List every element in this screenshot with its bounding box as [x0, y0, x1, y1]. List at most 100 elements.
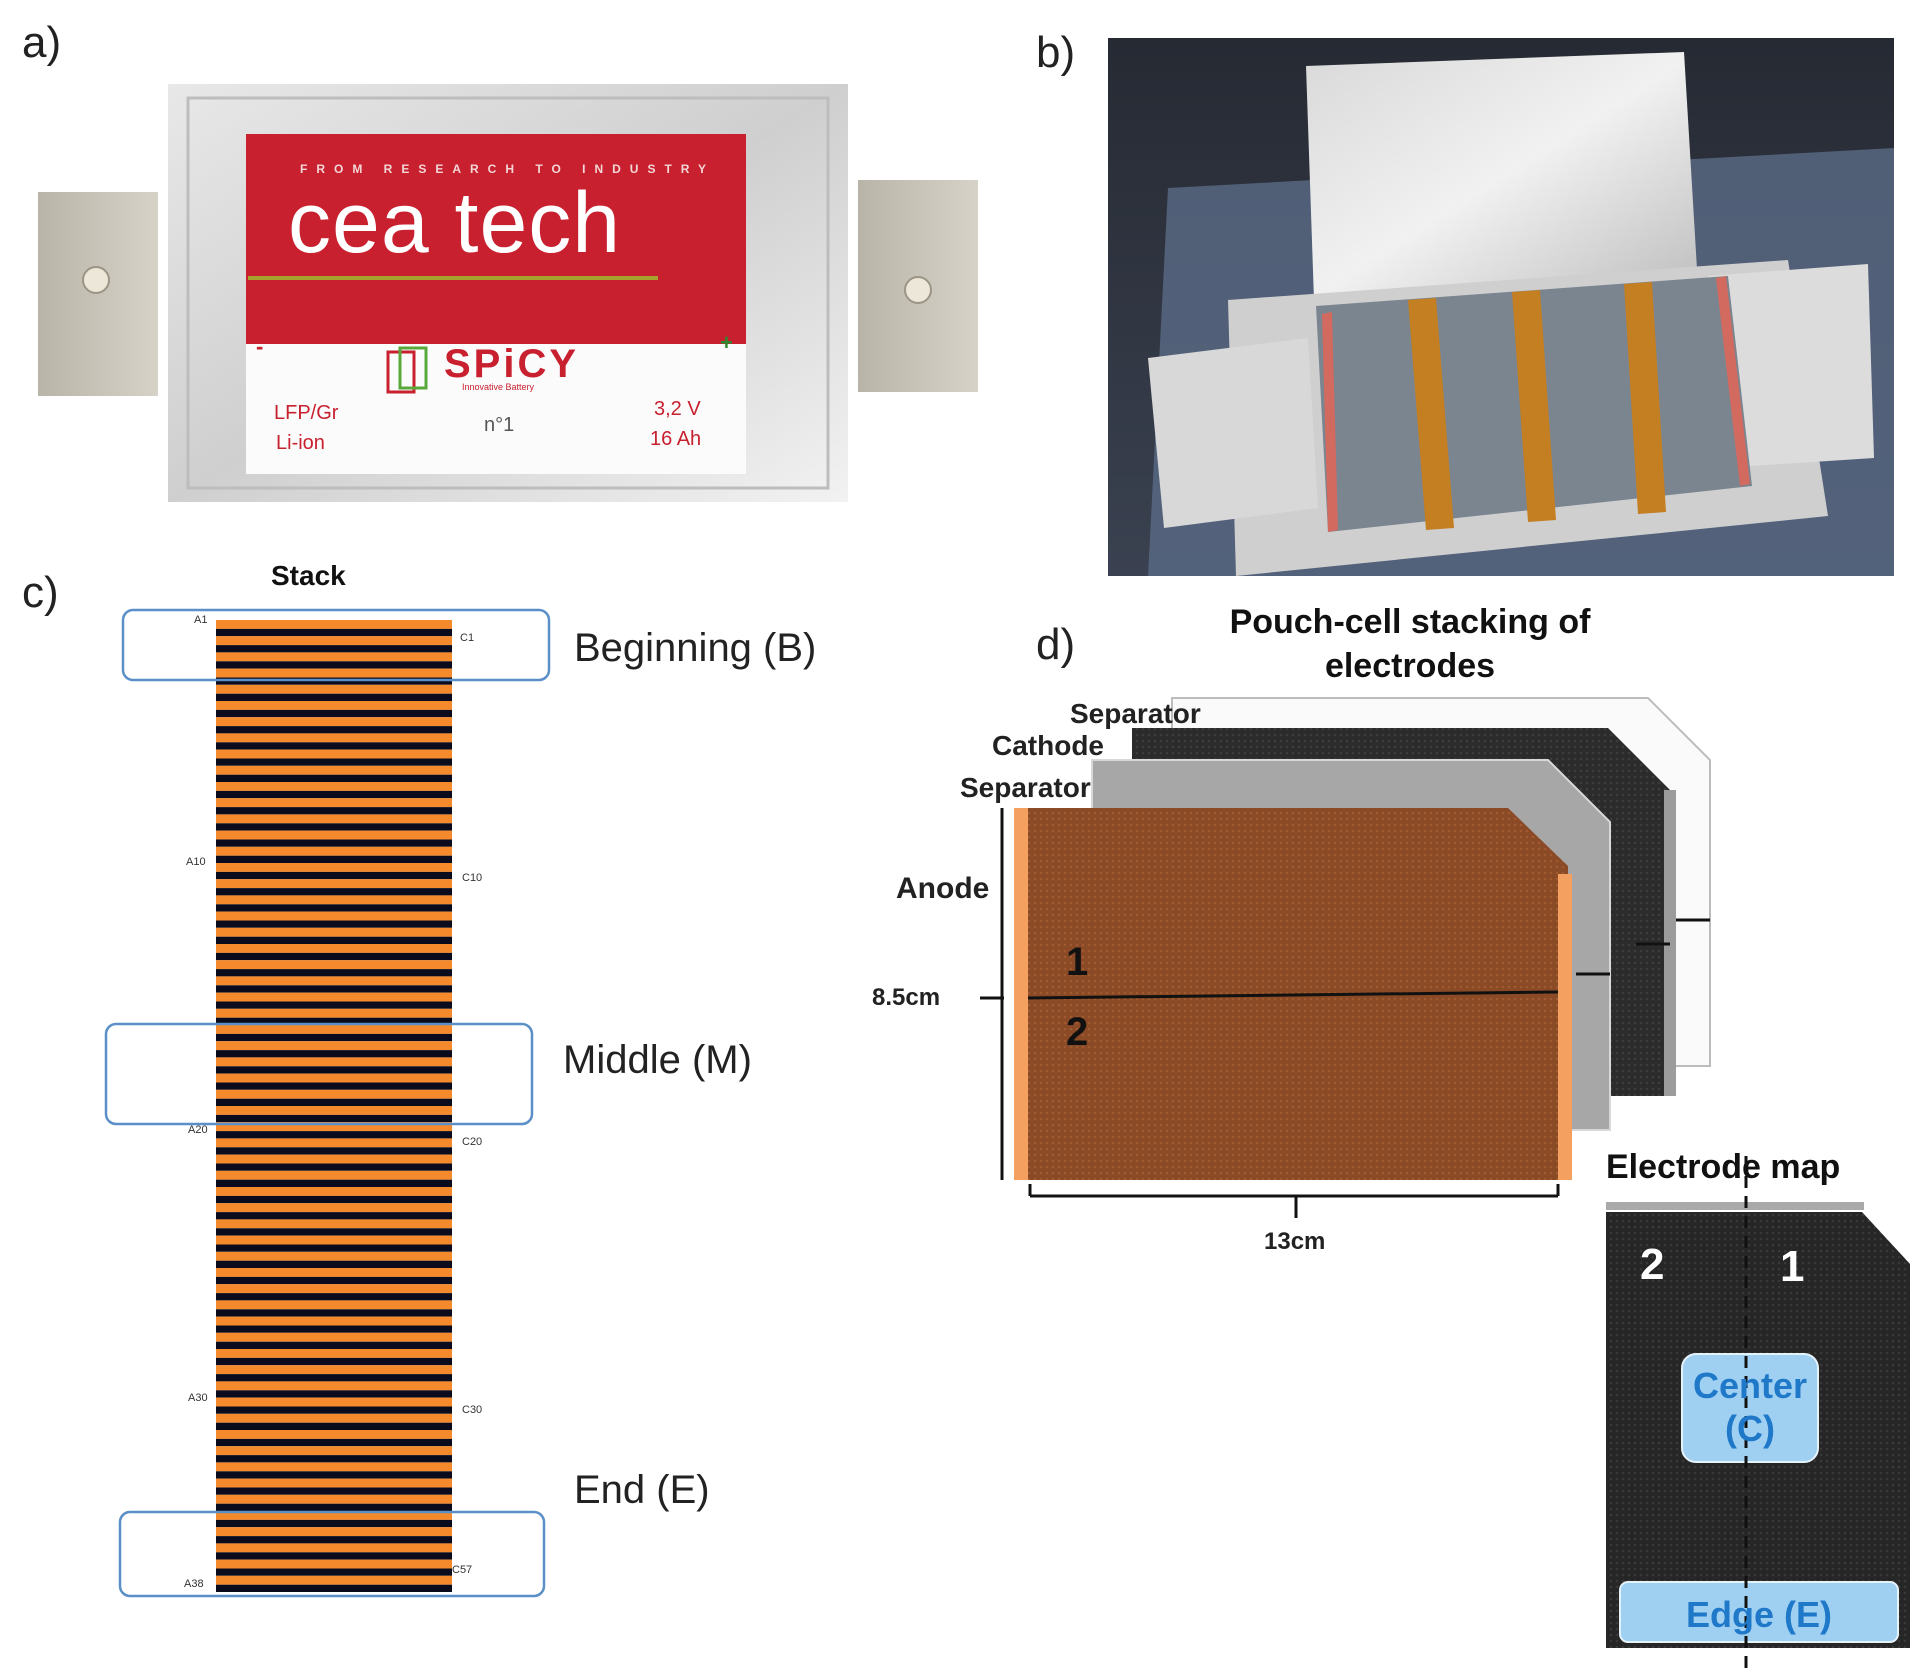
cathode-layer [216, 1325, 452, 1333]
region-box-beginning [121, 608, 551, 682]
electrode-map-top-edge [1606, 1202, 1864, 1210]
cathode-layer [216, 985, 452, 993]
cathode-layer [216, 1179, 452, 1187]
anode-layer [216, 1106, 452, 1115]
cathode-layer [216, 1309, 452, 1317]
stack-label-c57: C57 [452, 1564, 473, 1576]
anode-layer [216, 1057, 452, 1067]
label-red-area [246, 134, 746, 344]
electrode-map-zone-2: 2 [1640, 1240, 1665, 1289]
cathode-layer [216, 726, 452, 734]
cathode-layer [216, 1341, 452, 1349]
region-label-end: End (E) [574, 1468, 710, 1512]
cathode-layer [216, 807, 452, 815]
cathode-layer [216, 1357, 452, 1366]
label-capacity: 16 Ah [650, 428, 702, 450]
tab-hole-left [82, 266, 110, 294]
anode-layer [216, 1511, 452, 1520]
battery-logo-icon-green [398, 346, 428, 390]
anode-layer [216, 976, 452, 986]
anode-layer [216, 895, 452, 905]
anode-layer [216, 1073, 452, 1083]
label-number: n°1 [484, 414, 515, 436]
anode-layer [216, 1365, 452, 1375]
opened-pouch-illustration [1108, 38, 1894, 576]
anode-layer [216, 1268, 452, 1277]
cathode-layer [216, 1017, 452, 1025]
cathode-layer [216, 936, 452, 944]
edge-zone-box [1619, 1581, 1899, 1643]
anode-layer [216, 1430, 452, 1439]
cathode-layer [216, 871, 452, 880]
anode-layer [216, 944, 452, 953]
cathode-layer [216, 1503, 452, 1511]
anode-layer [216, 960, 452, 970]
cathode-layer [216, 1147, 452, 1155]
anode-layer [216, 927, 452, 937]
cathode-layer [216, 1066, 452, 1074]
anode-layer [216, 717, 452, 727]
anode-layer [216, 701, 452, 710]
anode-layer [216, 1478, 452, 1488]
electrode-map-zone-1: 1 [1780, 1242, 1805, 1291]
anode-layer [216, 1284, 452, 1294]
panel-label-b: b) [1036, 28, 1076, 77]
anode-layer [216, 1251, 452, 1261]
cathode-layer [216, 1519, 452, 1528]
center-zone-box [1681, 1353, 1819, 1463]
cathode-layer [216, 774, 452, 782]
anode-edge-left [1014, 808, 1028, 1180]
center-zone-label: Center (C) [1682, 1364, 1818, 1450]
cathode-layer [216, 1050, 452, 1058]
cathode-layer [216, 1228, 452, 1236]
anode-layer [216, 636, 452, 646]
stack-label-a1: A1 [194, 614, 208, 626]
anode-layer [216, 830, 452, 840]
tab-right-b [1708, 264, 1874, 468]
cathode-layer [216, 1082, 452, 1090]
cathode-layer [216, 1455, 452, 1463]
anode-layer [216, 1316, 452, 1326]
stack-label-a38: A38 [184, 1578, 204, 1590]
cathode-layer [216, 661, 452, 669]
anode-layer [216, 749, 452, 759]
label-tagline: FROM RESEARCH TO INDUSTRY [300, 162, 716, 176]
anode-layer [216, 765, 452, 775]
label-white-area [246, 344, 746, 474]
anode-layer [216, 1381, 452, 1391]
layer-label-cathode: Cathode [992, 730, 1104, 761]
cathode-layer [216, 1114, 452, 1123]
panel-label-c: c) [22, 568, 59, 617]
anode-layer [216, 1300, 452, 1310]
region-box-end [118, 1510, 546, 1598]
label-green-line [248, 276, 658, 280]
opened-pouch-photo-b [1108, 38, 1894, 576]
width-dimension-label: 13cm [1264, 1228, 1326, 1255]
cathode-layer [216, 1422, 452, 1430]
stack-label-c1: C1 [460, 632, 475, 644]
cathode-layer [216, 1487, 452, 1495]
anode-layer [216, 1219, 452, 1229]
anode-layer [216, 1527, 452, 1537]
cathode-layer [216, 1293, 452, 1301]
anode-layer [216, 1138, 452, 1148]
pouch-title-line-2: electrodes [1324, 647, 1496, 686]
cathode-layer [216, 1471, 452, 1479]
panel-label-d: d) [1036, 620, 1076, 669]
anode-layer [216, 1122, 452, 1132]
cathode-layer [216, 1552, 452, 1560]
anode-layer [216, 863, 452, 872]
anode-layer [216, 620, 452, 629]
cathode-layer [216, 1406, 452, 1414]
stack-diagram [104, 608, 551, 1598]
cathode-layer [216, 645, 452, 653]
battery-photo-a: FROM RESEARCH TO INDUSTRY cea tech SPiCY… [38, 84, 978, 502]
cathode-layer [216, 839, 452, 847]
cathode-layer [216, 628, 452, 637]
label-plus: + [720, 330, 733, 355]
anode-layer [216, 782, 452, 791]
anode-layer [216, 1041, 452, 1051]
stack-label-a10: A10 [186, 856, 206, 868]
cathode-layer [216, 1374, 452, 1382]
anode-layer [216, 652, 452, 662]
